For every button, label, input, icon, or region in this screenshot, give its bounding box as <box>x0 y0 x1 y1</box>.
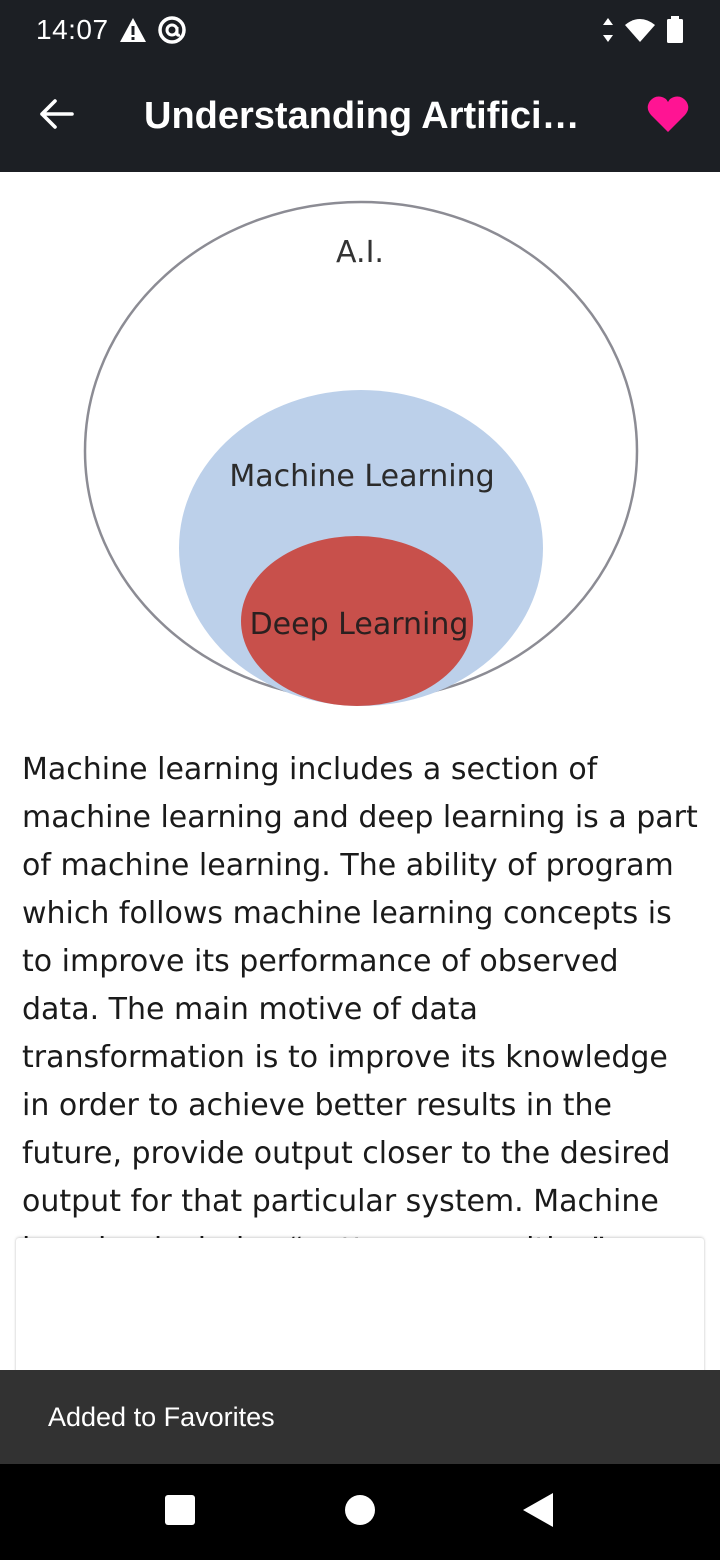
status-left: 14:07 <box>36 14 187 46</box>
system-nav-bar <box>0 1464 720 1560</box>
warning-icon <box>119 17 147 43</box>
back-button[interactable] <box>0 60 112 172</box>
article-content[interactable]: A.I. Machine Learning Deep Learning Mach… <box>0 172 720 1370</box>
system-back-button[interactable] <box>498 1472 578 1552</box>
status-bar: 14:07 <box>0 0 720 60</box>
wifi-icon <box>624 17 656 43</box>
back-triangle-icon <box>523 1492 553 1532</box>
battery-icon <box>666 16 684 44</box>
recents-square-icon <box>165 1494 195 1530</box>
status-time: 14:07 <box>36 14 109 45</box>
at-sign-icon <box>157 15 187 45</box>
status-right <box>602 16 684 44</box>
content-card <box>16 1238 704 1370</box>
ai-venn-diagram: A.I. Machine Learning Deep Learning <box>20 184 720 714</box>
data-arrows-icon <box>602 17 614 43</box>
app-bar: Understanding Artificial… <box>0 60 720 172</box>
heart-icon <box>647 95 689 138</box>
ai-label: A.I. <box>336 235 384 270</box>
recents-button[interactable] <box>140 1472 220 1552</box>
favorite-button[interactable] <box>616 60 720 172</box>
snackbar-message: Added to Favorites <box>48 1401 275 1432</box>
home-circle-icon <box>345 1494 375 1530</box>
home-button[interactable] <box>320 1472 400 1552</box>
machine-learning-label: Machine Learning <box>229 459 494 494</box>
dl-ellipse <box>241 536 473 706</box>
article-paragraph: Machine learning includes a section of m… <box>22 752 698 1315</box>
page-title: Understanding Artificial… <box>144 94 612 137</box>
arrow-left-icon <box>38 98 74 135</box>
snackbar: Added to Favorites <box>0 1370 720 1464</box>
deep-learning-label: Deep Learning <box>250 607 469 642</box>
